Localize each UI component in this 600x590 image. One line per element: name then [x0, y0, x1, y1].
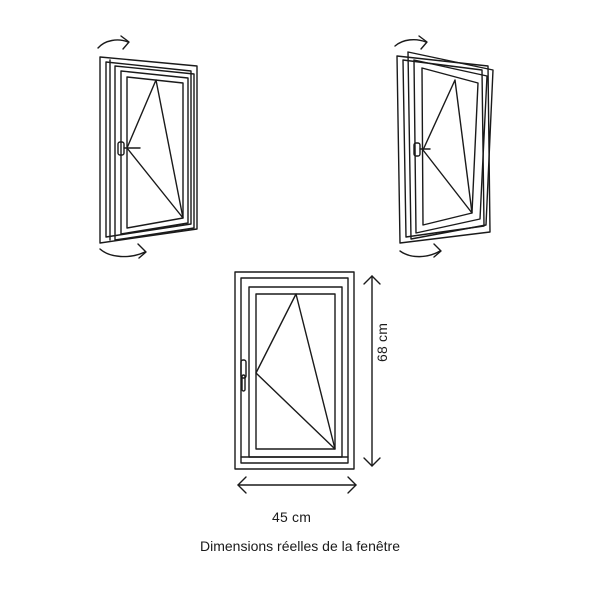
window-tilt-open-icon — [394, 35, 494, 258]
width-dimension-arrow — [237, 476, 357, 494]
tilt-arrow-bottom-icon — [399, 250, 441, 258]
window-turn-open-icon — [97, 35, 198, 259]
window-front-view — [234, 271, 355, 470]
width-dimension-label: 45 cm — [272, 509, 312, 525]
window-glass — [255, 293, 336, 450]
window-outer-frame — [234, 271, 355, 470]
height-dimension-arrow — [363, 275, 381, 467]
diagram-caption: Dimensions réelles de la fenêtre — [200, 538, 400, 554]
tilt-arrow-top-icon — [394, 38, 427, 47]
handle-icon — [240, 359, 247, 379]
rotation-arrow-bottom-icon — [99, 248, 146, 258]
rotation-arrow-top-icon — [97, 39, 129, 49]
height-dimension-label: 68 cm — [374, 322, 390, 362]
